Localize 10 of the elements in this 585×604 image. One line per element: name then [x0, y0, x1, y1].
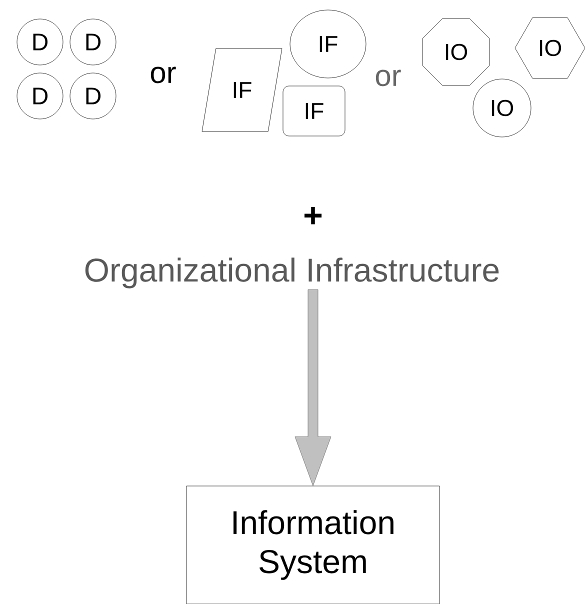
system-box: Information System — [186, 486, 440, 604]
or-text: or — [150, 66, 176, 84]
plus-sign: + — [304, 207, 322, 224]
infrastructure-text: Organizational Infrastructure — [85, 258, 499, 288]
octagon: IO — [422, 18, 490, 86]
hexagon: IO — [514, 17, 585, 78]
block-arrow — [294, 289, 332, 486]
or-text: or — [376, 70, 401, 86]
rounded-box: IF — [282, 86, 346, 136]
parallelogram: IF — [202, 48, 282, 132]
